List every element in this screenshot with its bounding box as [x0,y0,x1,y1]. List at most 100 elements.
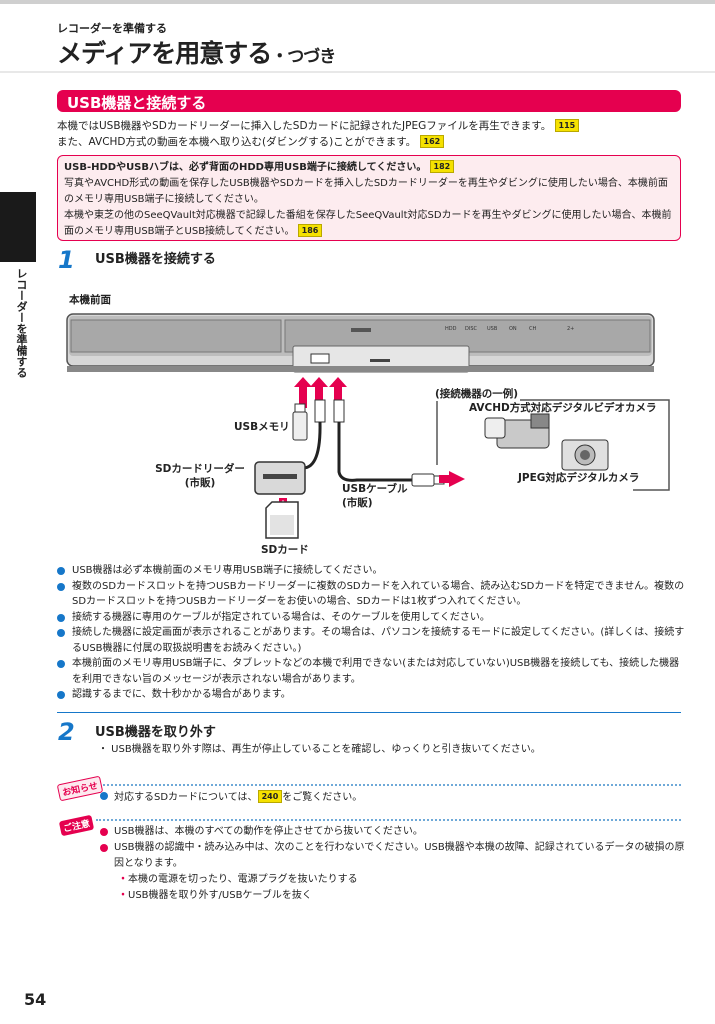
title-rule [0,71,715,73]
caution-item: USB機器の認識中・読み込み中は、次のことを行わないでください。USB機器や本機… [100,840,690,872]
usb-cable-label-text: USBケーブル [342,483,408,495]
page-title-suffix: ・つづき [271,47,336,67]
page-ref-link[interactable]: 240 [257,790,283,803]
reader-cable [302,421,322,470]
info-text-after: をご覧ください。 [282,792,363,803]
arrow-up-3 [329,377,347,408]
arrow-up-2 [310,377,328,408]
bullet-dot [100,828,108,836]
bullet-dot [57,613,65,622]
warning-line-1: 写真やAVCHD形式の動画を保存したUSB機器やSDカードを挿入したSDカードリ… [64,178,668,205]
intro-text-2: また、AVCHD方式の動画を本機へ取り込む(ダビングする)ことができます。 [57,136,417,148]
list-item-text: 接続した機器に設定画面が表示されることがあります。その場合は、パソコンを接続する… [72,627,685,654]
warning-lead: USB-HDDやUSBハブは、必ず背面のHDD専用USB端子に接続してください。… [64,160,674,176]
intro-line-2: また、AVCHD方式の動画を本機へ取り込む(ダビングする)ことができます。 16… [57,134,687,150]
caution-item: USB機器は、本機のすべての動作を停止させてから抜いてください。 [100,824,690,840]
bullet-dot [57,629,65,637]
camera-cable-plug [333,399,345,423]
bullet-dot [57,567,65,575]
panel-label-ch: CH [529,326,537,332]
notes-list: USB機器は必ず本機前面のメモリ専用USB端子に接続してください。 複数のSDカ… [57,563,687,703]
page-ref-link[interactable]: 115 [554,119,580,132]
warning-box: USB-HDDやUSBハブは、必ず背面のHDD専用USB端子に接続してください。… [57,155,681,241]
usb-memory-label: USBメモリ [234,421,290,433]
recorder-base [67,366,654,372]
disc-tray [70,319,282,353]
list-item-text: 本機前面のメモリ専用USB端子に、タブレットなどの本機で利用できない(または対応… [72,658,680,685]
reader-cable-plug [314,399,326,423]
usb-cable-label: USBケーブル (市販) [342,482,407,510]
side-tab-marker [0,192,36,262]
info-text-before: 対応するSDカードについては、 [114,792,258,803]
sd-reader-note: (市販) [184,477,216,489]
bullet-dot [100,792,108,800]
sd-slot [370,359,390,362]
bullet-dot [100,844,108,852]
section-heading: USB機器と接続する [57,90,681,112]
page-ref-link[interactable]: 186 [297,224,323,237]
jpeg-camera-label: JPEG対応デジタルカメラ [518,472,640,484]
list-item: 接続する機器に専用のケーブルが指定されている場合は、そのケーブルを使用してくださ… [57,610,687,626]
list-item: 複数のSDカードスロットを持つUSBカードリーダーに複数のSDカードを入れている… [57,579,687,610]
sd-reader-slot [263,474,297,479]
list-item-text: 認識するまでに、数十秒かかる場合があります。 [72,689,291,700]
bullet-dot [57,660,65,668]
info-badge: お知らせ [56,775,104,802]
video-camera-screen [530,413,550,429]
page-title: メディアを用意する・つづき [57,34,336,70]
connection-diagram: 本機前面 HDD DISC USB ON CH 2+ USBメモリ SDカードリ… [57,290,677,560]
warning-line-2: 本機や東芝の他のSeeQVault対応機器で記録した番組を保存したSeeQVau… [64,208,674,240]
list-item-text: 複数のSDカードスロットを持つUSBカードリーダーに複数のSDカードを入れている… [72,580,685,608]
panel-label-hdd: HDD [445,326,457,332]
usb-cable-end-plug [411,473,435,487]
caution-notes: USB機器は、本機のすべての動作を停止させてから抜いてください。 USB機器の認… [100,824,690,904]
side-tab-label: レコーダーを準備する [15,268,28,378]
list-item: USB機器は必ず本機前面のメモリ専用USB端子に接続してください。 [57,563,687,579]
step-title-1: USB機器を接続する [95,252,216,267]
video-camera-lens [484,417,506,439]
step-number-1: 1 [58,246,75,274]
usb-memory-body [292,411,308,441]
usb-port [310,353,330,364]
step-2-instruction: ・ USB機器を取り外す際は、再生が停止していることを確認し、ゆっくりと引き抜い… [98,744,541,755]
example-label: (接続機器の一例) [433,386,521,401]
example-frame [437,399,670,491]
arrow-up-1 [294,377,312,408]
list-item: 認識するまでに、数十秒かかる場合があります。 [57,687,687,703]
sub-bullet: ・ [118,874,128,885]
list-item: 接続した機器に設定画面が表示されることがあります。その場合は、パソコンを接続する… [57,625,687,656]
panel-logo-mark [351,328,371,332]
front-label: 本機前面 [69,294,111,306]
page-number: 54 [24,990,47,1009]
sub-bullet: ・ [118,890,128,901]
caution-text-1: USB機器は、本機のすべての動作を停止させてから抜いてください。 [114,826,423,837]
caution-badge: ご注意 [58,814,95,837]
caution-text-2: USB機器の認識中・読み込み中は、次のことを行わないでください。USB機器や本機… [114,842,685,869]
usb-cable [337,422,412,482]
caution-subitem: ・USB機器を取り外す/USBケーブルを抜く [100,888,690,904]
page-ref-link[interactable]: 182 [429,160,455,173]
panel-label-on: ON [509,326,517,332]
connection-illustration [66,313,670,539]
usb-cable-note: (市販) [342,497,373,509]
warning-lead-text: USB-HDDやUSBハブは、必ず背面のHDD専用USB端子に接続してください。 [64,162,427,173]
panel-label-disc: DISC [465,326,477,332]
step-number-2: 2 [58,718,75,746]
list-item-text: 接続する機器に専用のケーブルが指定されている場合は、そのケーブルを使用してくださ… [72,611,490,623]
page-title-main: メディアを用意する [57,39,272,68]
step-title-2: USB機器を取り外す [95,725,216,740]
breadcrumb: レコーダーを準備する [57,22,167,35]
info-divider [96,784,681,786]
list-item: 本機前面のメモリ専用USB端子に、タブレットなどの本機で利用できない(または対応… [57,656,687,687]
page-ref-link[interactable]: 162 [419,135,445,148]
arrow-to-camera [439,471,465,487]
caution-subitem: ・本機の電源を切ったり、電源プラグを抜いたりする [100,872,690,888]
panel-label-usb: USB [487,326,498,332]
intro-text-1: 本機ではUSB機器やSDカードリーダーに挿入したSDカードに記録されたJPEGフ… [57,120,552,132]
bullet-dot [57,691,65,699]
intro-line-1: 本機ではUSB機器やSDカードリーダーに挿入したSDカードに記録されたJPEGフ… [57,118,687,134]
digital-camera-lens-inner [580,450,590,460]
warning-line-2-text: 本機や東芝の他のSeeQVault対応機器で記録した番組を保存したSeeQVau… [64,210,672,237]
bullet-dot [57,582,65,591]
